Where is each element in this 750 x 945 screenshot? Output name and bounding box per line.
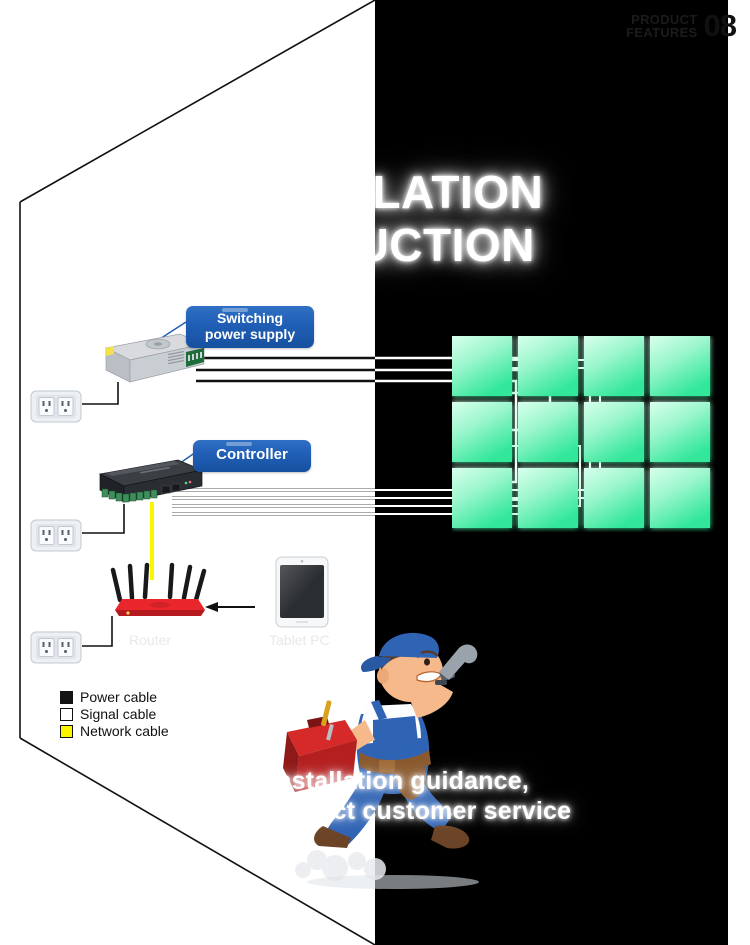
hex-edge-top-left (19, 0, 376, 203)
callout-psu-line-1: Switching (216, 310, 284, 326)
callout-switching-power-supply: Switching power supply (186, 306, 314, 349)
header-line-2: FEATURES (626, 24, 698, 40)
led-panel-wall (452, 336, 710, 528)
legend-item-signal: Signal cable (60, 707, 169, 721)
left-arrow-icon (205, 602, 255, 612)
led-panel (584, 402, 644, 462)
legend-item-network: Network cable (60, 724, 169, 738)
cables-on-light-half (82, 321, 375, 647)
wifi-router-icon (110, 562, 207, 616)
network-cable-swatch (60, 724, 73, 738)
header-line-1: PRODUCT (631, 11, 698, 27)
power-cable-swatch (60, 690, 73, 704)
led-panel (452, 336, 512, 396)
legend-item-power: Power cable (60, 690, 169, 704)
cable-legend: Power cable Signal cable Network cable (60, 690, 169, 741)
led-panel (650, 402, 710, 462)
repairman-mascot-icon (283, 632, 479, 889)
wall-outlet-icon (30, 519, 82, 552)
label-tablet: Tablet PC (269, 632, 330, 648)
signal-cable-swatch (60, 707, 73, 721)
led-controller-icon (98, 459, 204, 503)
legend-label-power: Power cable (80, 689, 158, 705)
led-panel (584, 468, 644, 528)
led-panel (452, 468, 512, 528)
led-panel (518, 402, 578, 462)
callout-controller-label: Controller (216, 446, 288, 463)
led-panel (650, 468, 710, 528)
header-badge: PRODUCT FEATURES 08 (626, 8, 737, 43)
led-panel (650, 336, 710, 396)
header-label: PRODUCT FEATURES (626, 11, 698, 40)
callout-controller: Controller (193, 440, 311, 472)
wall-outlet-icon (30, 390, 82, 423)
label-router: Router (129, 632, 172, 648)
led-panel (518, 336, 578, 396)
wall-outlet-icon (30, 631, 82, 664)
hex-edge-bottom-left (19, 737, 376, 945)
legend-label-signal: Signal cable (80, 706, 157, 722)
led-panel (452, 402, 512, 462)
tablet-pc-icon (275, 556, 329, 628)
led-panel (584, 336, 644, 396)
led-panel (518, 468, 578, 528)
switching-power-supply-icon (104, 333, 206, 383)
legend-label-network: Network cable (80, 723, 169, 739)
header-page-number: 08 (703, 8, 737, 43)
callout-psu-line-2: power supply (204, 325, 296, 342)
